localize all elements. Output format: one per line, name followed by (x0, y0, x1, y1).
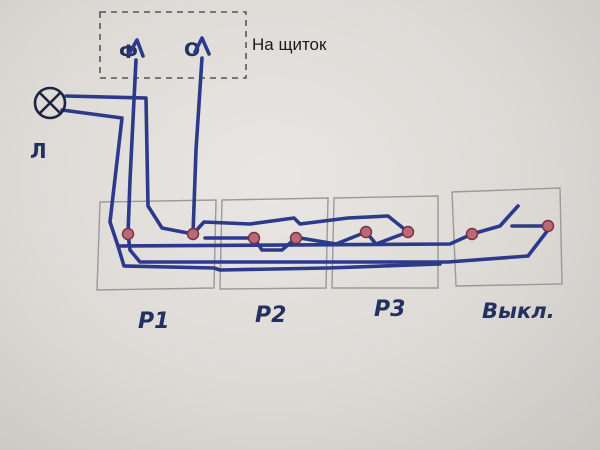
terminal-r2-left (247, 231, 261, 245)
terminal-r3-left (359, 225, 373, 239)
panel-outline (99, 11, 247, 79)
label-switch: Выкл. (482, 299, 555, 323)
r3-link (298, 230, 410, 246)
neutral-arrow (193, 36, 211, 56)
box-switch-outline (451, 187, 563, 287)
label-r2: Р2 (255, 303, 286, 328)
terminal-switch-in (465, 227, 479, 241)
switch-lever (470, 204, 520, 236)
r2-link (203, 236, 298, 252)
lamp-neutral-wire (64, 94, 195, 236)
terminal-r1-neutral (186, 227, 200, 241)
top-wire (191, 214, 410, 236)
panel-label: На щиток (252, 35, 327, 54)
box-r2-outline (219, 197, 329, 290)
switch-return-wire (126, 228, 550, 264)
terminal-switch-out (541, 219, 555, 233)
wires (60, 36, 550, 272)
lamp-phase-wire (60, 108, 474, 248)
label-r3: Р3 (374, 297, 405, 322)
label-r1: Р1 (138, 309, 169, 334)
lamp-label: Л (30, 139, 47, 163)
box-labels: Р1 Р2 Р3 Выкл. (138, 297, 555, 334)
neutral-wire (191, 56, 204, 236)
bottom-wire (116, 244, 442, 272)
terminal-r1-phase (121, 227, 135, 241)
phase-wire (126, 58, 138, 236)
lamp-cross (39, 92, 61, 114)
lamp-symbol: Л (30, 86, 67, 163)
terminals (121, 219, 555, 245)
lamp-circle (33, 86, 67, 120)
neutral-label: О (184, 39, 200, 61)
junction-boxes (96, 187, 563, 291)
terminal-r3-right (401, 225, 415, 239)
phase-arrow (127, 38, 145, 58)
box-r3-outline (331, 195, 439, 289)
box-r1-outline (96, 199, 217, 291)
terminal-r2-right (289, 231, 303, 245)
